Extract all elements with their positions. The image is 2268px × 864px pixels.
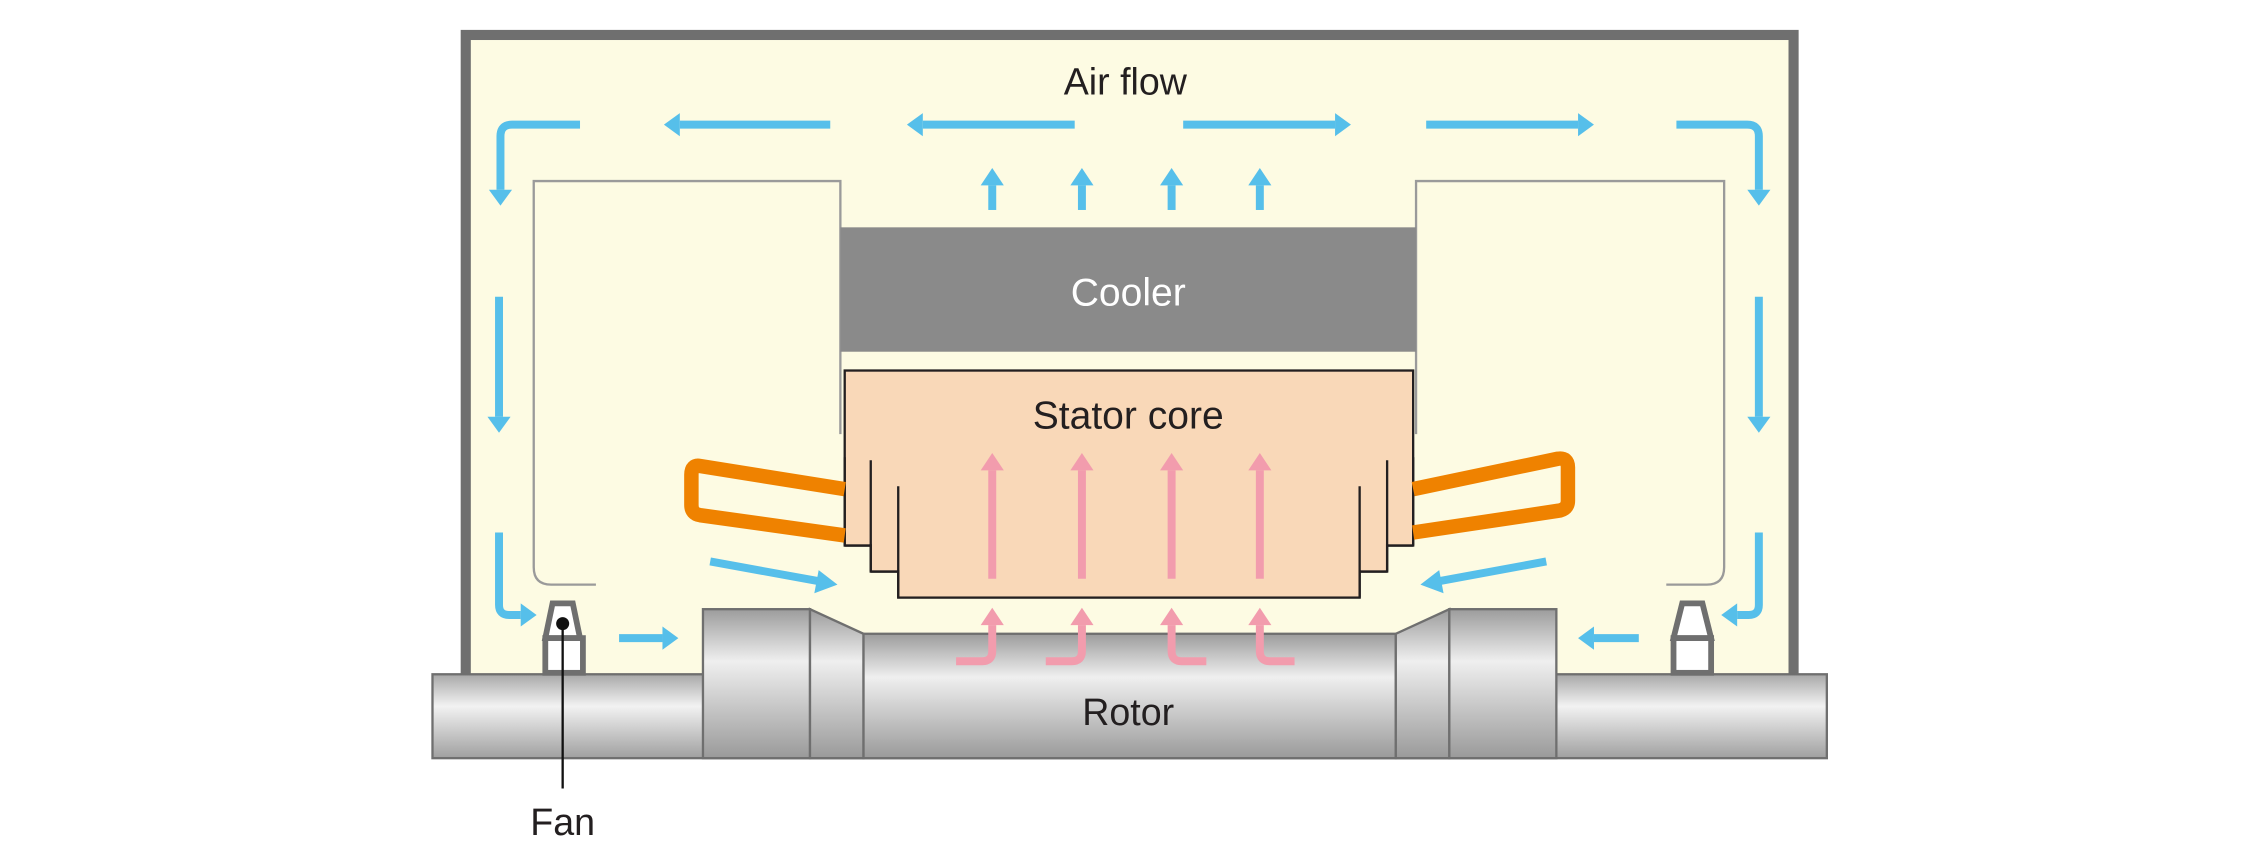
heat-arrow-hook-3 bbox=[1160, 607, 1207, 666]
heat-arrow-hook-4 bbox=[1248, 607, 1295, 666]
air-arrow-left-bottom bbox=[495, 532, 537, 627]
air-arrow-right-bottom bbox=[1721, 532, 1763, 627]
air-arrow-right-inlet bbox=[1578, 626, 1639, 650]
heat-arrow-hook-2 bbox=[1045, 607, 1094, 666]
right-winding bbox=[1411, 451, 1576, 540]
left-winding bbox=[684, 458, 846, 543]
rotor-hub-left bbox=[701, 608, 812, 760]
air-arrow-right-diagonal bbox=[1420, 557, 1547, 594]
air-arrow-up-4 bbox=[1248, 168, 1272, 210]
cooler-label: Cooler bbox=[1071, 271, 1186, 314]
heat-flow-arrows bbox=[956, 452, 1295, 666]
stator-core-label: Stator core bbox=[1033, 394, 1224, 437]
air-arrow-up-2 bbox=[1070, 168, 1094, 210]
rotor-hub-right bbox=[1448, 608, 1558, 760]
air-arrow-corner-right bbox=[1676, 120, 1771, 206]
heat-arrow-vertical-3 bbox=[1160, 452, 1184, 579]
fan-label: Fan bbox=[530, 801, 595, 843]
left-fan bbox=[541, 600, 586, 676]
air-flow-arrows bbox=[487, 113, 1771, 650]
right-baffle bbox=[1414, 179, 1726, 586]
left-baffle bbox=[532, 179, 842, 586]
air-arrow-right-down bbox=[1747, 296, 1771, 433]
air-arrow-up-3 bbox=[1160, 168, 1184, 210]
air-flow-label: Air flow bbox=[1064, 60, 1188, 102]
air-arrow-left-inlet bbox=[619, 626, 679, 650]
cooler bbox=[840, 227, 1417, 352]
heat-arrow-hook-1 bbox=[956, 607, 1004, 666]
rotor-taper-left bbox=[808, 607, 865, 760]
air-arrow-top-2 bbox=[906, 113, 1075, 137]
air-arrow-up-1 bbox=[980, 168, 1004, 210]
heat-arrow-vertical-1 bbox=[980, 452, 1004, 579]
heat-arrow-vertical-4 bbox=[1248, 452, 1272, 579]
air-arrow-left-down bbox=[487, 296, 511, 433]
right-fan bbox=[1669, 600, 1715, 676]
air-arrow-top-3 bbox=[1183, 113, 1351, 137]
air-arrow-top-1 bbox=[663, 113, 831, 137]
rotor-taper-right bbox=[1394, 607, 1451, 760]
rotor-body bbox=[862, 632, 1397, 760]
rotor-label: Rotor bbox=[1082, 691, 1174, 733]
heat-arrow-vertical-2 bbox=[1070, 452, 1094, 579]
air-arrow-corner-left bbox=[488, 120, 581, 206]
air-arrow-left-diagonal bbox=[709, 557, 838, 594]
air-arrow-top-4 bbox=[1426, 113, 1594, 137]
